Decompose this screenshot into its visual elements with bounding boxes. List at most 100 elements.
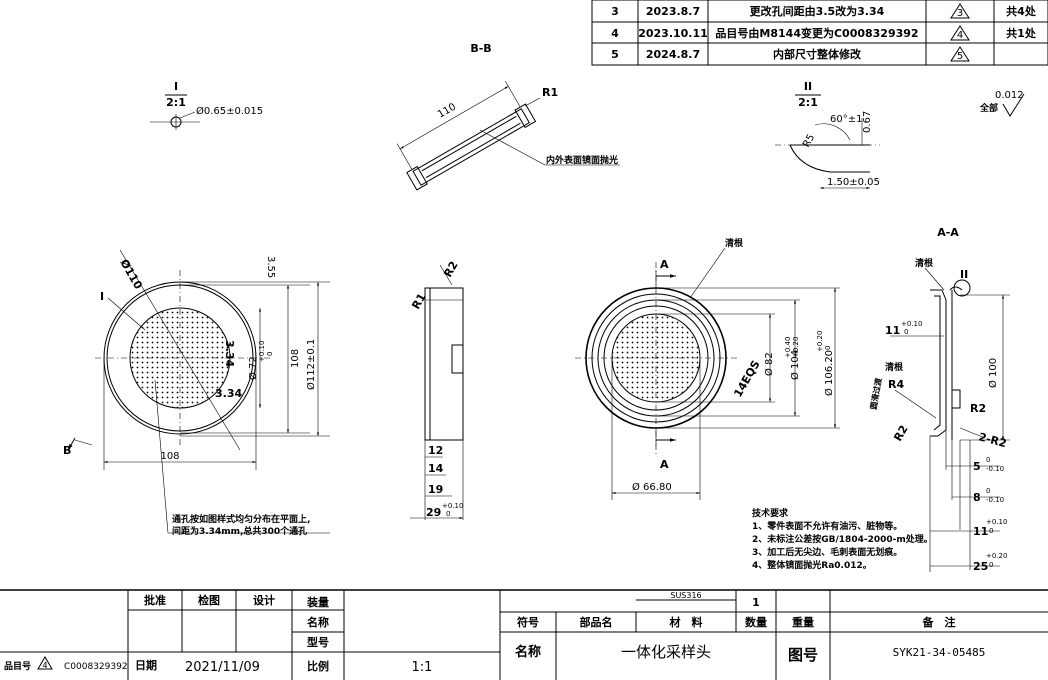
material-value: SUS316 bbox=[670, 591, 701, 600]
assembly-label: 装量 bbox=[306, 595, 329, 609]
dim-108-horizontal: 108 bbox=[160, 451, 179, 462]
dim-25-tol-upper: +0.20 bbox=[986, 552, 1007, 560]
header-remarks: 备 注 bbox=[922, 615, 956, 629]
header-material: 材 料 bbox=[670, 615, 703, 629]
detail-label: I bbox=[174, 80, 178, 93]
name-label: 名称 bbox=[307, 615, 329, 629]
dim-11-bottom: 11 bbox=[973, 525, 988, 538]
header-quantity: 数量 bbox=[745, 615, 767, 629]
revision-row: 4 2023.10.11 品目号由M8144变更为C0008329392 4 共… bbox=[611, 25, 1037, 41]
detail-scale: 2:1 bbox=[798, 96, 818, 109]
tech-req-item: 2、未标注公差按GB/1804-2000-m处理。 bbox=[752, 533, 933, 545]
section-label: A-A bbox=[937, 226, 959, 239]
hole-note-line1: 通孔按如图样式均匀分布在平面上, bbox=[172, 513, 310, 525]
dim-29-tol-upper: +0.10 bbox=[442, 502, 463, 510]
dia-112: Ø112±0.1 bbox=[305, 339, 317, 390]
revision-count: 共1处 bbox=[1006, 26, 1037, 40]
front-view: Ø110 I 3.34 3.34 3.55 Ø 72 +0.10 0 108 Ø… bbox=[63, 249, 330, 537]
model-label: 型号 bbox=[307, 635, 329, 649]
revision-date: 2024.8.7 bbox=[646, 48, 700, 61]
quantity-value: 1 bbox=[752, 596, 760, 609]
dia-106-tol-upper: +0.20 bbox=[816, 331, 824, 352]
design-label: 设计 bbox=[253, 593, 275, 607]
roughness-label: 全部 bbox=[979, 102, 998, 114]
radius-r4: R4 bbox=[888, 378, 904, 391]
radius-r1: R1 bbox=[409, 291, 428, 311]
clean-root-note: 清根 bbox=[725, 237, 744, 249]
radius-r2-right: R2 bbox=[970, 402, 986, 415]
revision-content: 更改孔间距由3.5改为3.34 bbox=[750, 4, 885, 18]
side-view: R1 R2 12 14 19 29 +0.10 0 bbox=[409, 259, 464, 520]
dim-25-tol-lower: 0 bbox=[989, 561, 993, 569]
dia-100: Ø 100 bbox=[987, 358, 999, 388]
revision-row: 5 2024.8.7 内部尺寸整体修改 5 bbox=[611, 46, 970, 62]
dim-8: 8 bbox=[973, 491, 981, 504]
section-arrow-b: B bbox=[63, 444, 71, 457]
dim-14eqs: 14EQS bbox=[731, 358, 762, 399]
section-arrow-a-top: A bbox=[660, 258, 669, 271]
radius-2r2: 2-R2 bbox=[977, 430, 1008, 450]
dia-104-tol-upper: +0.40 bbox=[784, 337, 792, 358]
dim-19: 19 bbox=[428, 483, 443, 496]
revision-date: 2023.8.7 bbox=[646, 5, 700, 18]
scale-value: 1:1 bbox=[412, 660, 433, 675]
date-value: 2021/11/09 bbox=[185, 660, 260, 675]
smooth-transition-note: 圆滑过渡 bbox=[868, 376, 884, 410]
dia-66: Ø 66.80 bbox=[632, 481, 672, 493]
detail-view-i: I 2:1 Ø0.65±0.015 bbox=[150, 80, 263, 130]
dim-355: 3.55 bbox=[265, 256, 276, 278]
tech-req-title: 技术要求 bbox=[752, 507, 789, 519]
dia-72-tol-upper: +0.10 bbox=[258, 341, 266, 362]
revision-no: 4 bbox=[611, 27, 619, 40]
detail-label: II bbox=[804, 80, 812, 93]
revision-mark: 4 bbox=[957, 30, 963, 41]
name-title: 名称 bbox=[515, 644, 541, 660]
clean-root-note-top: 清根 bbox=[915, 257, 934, 269]
revision-triangle-icon bbox=[37, 656, 53, 670]
radius-r2: R2 bbox=[441, 259, 460, 279]
dim-8-tol-lower: -0.10 bbox=[986, 496, 1004, 504]
dim-8-tol-upper: 0 bbox=[986, 487, 990, 495]
hole-diameter: Ø0.65±0.015 bbox=[196, 105, 263, 117]
revision-count: 共4处 bbox=[1006, 4, 1037, 18]
tech-req-item: 3、加工后无尖边、毛刺表面无划痕。 bbox=[752, 546, 902, 558]
detail-ii-circle bbox=[953, 279, 971, 297]
header-symbol: 符号 bbox=[517, 615, 539, 629]
detail-ii-marker: II bbox=[960, 268, 968, 281]
revision-row: 3 2023.8.7 更改孔间距由3.5改为3.34 3 共4处 bbox=[611, 3, 1037, 19]
radius-r2-left: R2 bbox=[891, 423, 910, 443]
tech-req-item: 1、零件表面不允许有油污、脏物等。 bbox=[752, 520, 902, 532]
pitch-334-horizontal: 3.34 bbox=[215, 387, 242, 400]
dim-11-bottom-tol-lower: 0 bbox=[989, 527, 993, 535]
hole-note-line2: 间距为3.34mm,总共300个通孔 bbox=[172, 525, 307, 537]
roughness-value: 0.012 bbox=[995, 90, 1024, 101]
dia-106-tol-lower: 0 bbox=[824, 346, 832, 350]
roughness-check-icon bbox=[1002, 93, 1025, 117]
dim-5-tol-lower: -0.10 bbox=[986, 465, 1004, 473]
revision-date: 2023.10.11 bbox=[638, 27, 708, 40]
revision-content: 内部尺寸整体修改 bbox=[773, 47, 862, 61]
radius-r1: R1 bbox=[542, 86, 558, 99]
dim-29-tol-lower: 0 bbox=[446, 510, 450, 518]
revision-triangle-icon bbox=[950, 46, 970, 62]
technical-requirements: 技术要求 1、零件表面不允许有油污、脏物等。 2、未标注公差按GB/1804-2… bbox=[752, 507, 933, 571]
dia-106: Ø 106.20 bbox=[823, 350, 835, 396]
revision-triangle-icon bbox=[950, 25, 970, 41]
product-name: 一体化采样头 bbox=[621, 643, 711, 661]
width-150: 1.50±0.05 bbox=[827, 177, 880, 188]
scale-label: 比例 bbox=[307, 659, 329, 673]
dim-108-vertical: 108 bbox=[290, 349, 301, 368]
radius-r5: R5 bbox=[801, 132, 817, 149]
detail-scale: 2:1 bbox=[166, 96, 186, 109]
revision-mark: 5 bbox=[957, 51, 963, 62]
dim-11-top-tol-upper: +0.10 bbox=[901, 320, 922, 328]
revision-table: 3 2023.8.7 更改孔间距由3.5改为3.34 3 共4处 4 2023.… bbox=[591, 0, 1048, 66]
dim-11-top: 11 bbox=[885, 324, 900, 337]
part-no-mark: 4 bbox=[42, 661, 47, 670]
approve-label: 批准 bbox=[144, 593, 166, 607]
detail-i-marker: I bbox=[100, 290, 104, 303]
revision-triangle-icon bbox=[950, 3, 970, 19]
back-view: 清根 A A Ø 82 Ø 104 +0.40 +0.20 Ø 106.20 +… bbox=[575, 237, 840, 500]
dim-5: 5 bbox=[973, 460, 981, 473]
